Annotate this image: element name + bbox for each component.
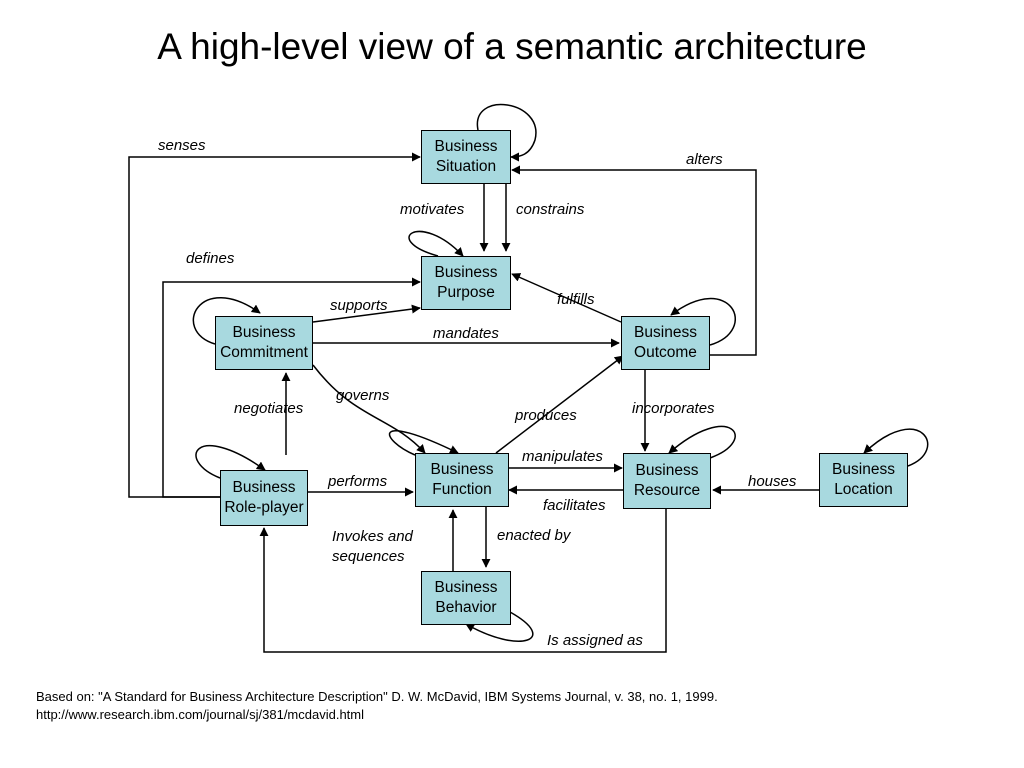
node-label-line1: Business — [232, 479, 296, 496]
self-loop-commitment — [192, 297, 261, 345]
edge-label-enacted-by: enacted by — [497, 527, 571, 544]
node-label-line2: Role-player — [224, 499, 304, 516]
edge-governs — [312, 364, 426, 454]
node-label-line1: Business — [832, 461, 895, 478]
node-label-line1: Business — [430, 461, 494, 478]
page-title: A high-level view of a semantic architec… — [157, 26, 867, 67]
node-business-commitment: Business Commitment — [215, 316, 313, 370]
node-label-line1: Business — [232, 324, 296, 341]
edge-supports — [312, 304, 421, 323]
citation-url: http://www.research.ibm.com/journal/sj/3… — [36, 707, 365, 722]
self-loop-purpose — [408, 230, 464, 257]
edge-label-assigned-as: Is assigned as — [547, 632, 643, 649]
node-business-role-player: Business Role-player — [220, 470, 308, 526]
node-business-resource: Business Resource — [623, 453, 711, 509]
node-label-line1: Business — [634, 324, 697, 341]
edge-alters — [511, 165, 757, 356]
edge-label-alters: alters — [686, 151, 723, 168]
self-loop-behavior — [465, 611, 534, 642]
edge-label-invokes-line1: Invokes and — [332, 528, 413, 545]
node-label-line1: Business — [434, 264, 498, 281]
citation-text: Based on: "A Standard for Business Archi… — [36, 689, 718, 704]
self-loop-situation — [476, 103, 537, 162]
self-loop-location — [863, 428, 929, 467]
node-label-line2: Function — [432, 481, 492, 498]
edge-assigned-as — [259, 509, 667, 653]
node-business-location: Business Location — [819, 453, 908, 507]
node-label-line2: Behavior — [435, 599, 497, 616]
node-label-line2: Resource — [633, 482, 701, 499]
edge-label-constrains: constrains — [516, 201, 585, 218]
edge-defines — [162, 277, 421, 498]
self-loop-function — [388, 430, 459, 456]
edge-label-governs: governs — [336, 387, 390, 404]
edge-label-houses: houses — [748, 473, 797, 490]
node-label-line2: Outcome — [634, 344, 697, 361]
node-business-situation: Business Situation — [421, 130, 511, 184]
edge-label-negotiates: negotiates — [234, 400, 304, 417]
edge-label-fulfills: fulfills — [557, 291, 595, 308]
edge-label-defines: defines — [186, 250, 235, 267]
self-loop-outcome — [670, 297, 737, 346]
edge-label-supports: supports — [330, 297, 388, 314]
edge-label-motivates: motivates — [400, 201, 465, 218]
self-loop-resource — [668, 425, 736, 459]
node-business-outcome: Business Outcome — [621, 316, 710, 370]
edge-fulfills — [511, 273, 622, 323]
edge-label-produces: produces — [515, 407, 577, 424]
node-label-line2: Situation — [435, 158, 497, 175]
self-loop-role-player — [195, 445, 266, 479]
edge-label-manipulates: manipulates — [522, 448, 603, 465]
node-label-line1: Business — [434, 579, 498, 596]
edge-label-incorporates: incorporates — [632, 400, 715, 417]
edge-label-facilitates: facilitates — [543, 497, 606, 514]
node-business-function: Business Function — [415, 453, 509, 507]
node-label-line2: Commitment — [220, 344, 308, 361]
node-label-line2: Location — [834, 481, 893, 498]
node-label-line2: Purpose — [437, 284, 495, 301]
edge-label-performs: performs — [328, 473, 388, 490]
node-label-line1: Business — [635, 462, 699, 479]
node-label-line1: Business — [434, 138, 498, 155]
edge-label-senses: senses — [158, 137, 206, 154]
edge-produces — [495, 355, 624, 454]
node-business-purpose: Business Purpose — [421, 256, 511, 310]
edge-label-invokes-line2: sequences — [332, 548, 405, 565]
edge-label-mandates: mandates — [433, 325, 499, 342]
node-business-behavior: Business Behavior — [421, 571, 511, 625]
